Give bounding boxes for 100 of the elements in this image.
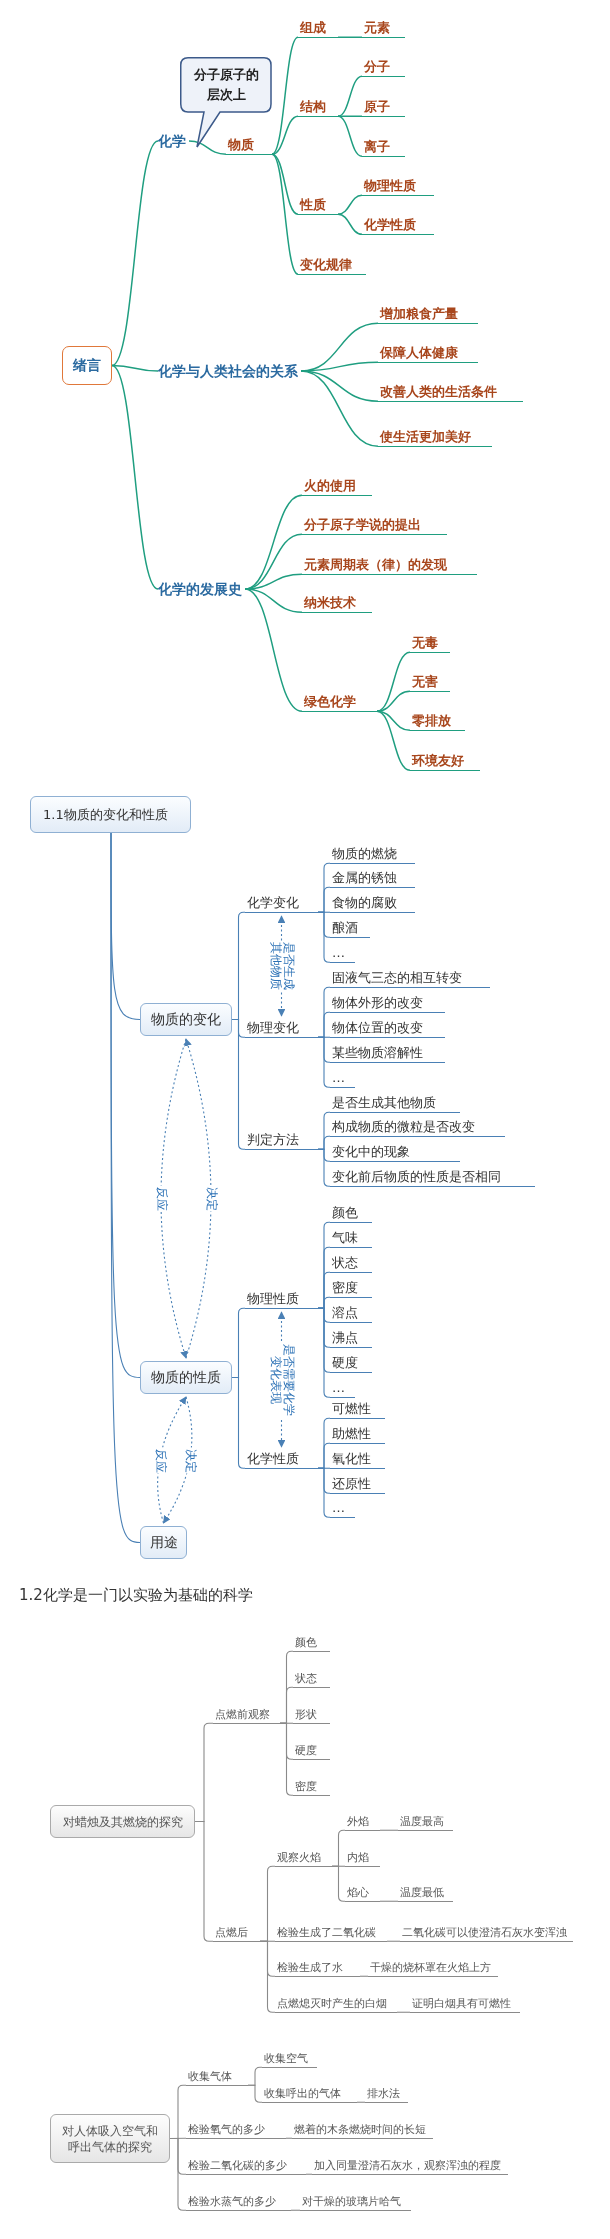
- branch-topic: 检验生成了水: [275, 1961, 360, 1977]
- branch-topic: 燃着的木条燃烧时间的长短: [292, 2123, 433, 2139]
- branch-line: [194, 1820, 214, 1942]
- topic-box: 绪言: [62, 346, 112, 385]
- branch-topic: 增加粮食产量: [378, 306, 478, 324]
- branch-topic: 溶点: [330, 1304, 372, 1323]
- branch-topic: 形状: [293, 1708, 330, 1724]
- branch-topic: 可燃性: [330, 1400, 385, 1419]
- branch-topic: 物质的燃烧: [330, 845, 415, 864]
- branch-line: [244, 588, 303, 712]
- dotted-arrow: [160, 1038, 188, 1359]
- branch-topic: 零排放: [410, 713, 465, 731]
- branch-line: [271, 153, 299, 215]
- branch-topic: 状态: [330, 1254, 372, 1273]
- branch-topic: 元素: [362, 20, 405, 38]
- branch-line: [285, 2137, 293, 2139]
- branch-topic: 元素周期表（律）的发现: [302, 557, 477, 575]
- branch-line: [111, 140, 159, 367]
- branch-topic: 保障人体健康: [378, 345, 478, 363]
- branch-line: [247, 2084, 263, 2103]
- branch-line: [337, 213, 363, 235]
- branch-topic: 密度: [330, 1279, 372, 1298]
- branch-topic: 固液气三态的相互转变: [330, 969, 490, 988]
- branch-topic: 密度: [293, 1780, 330, 1796]
- branch-topic: 物体外形的改变: [330, 994, 445, 1013]
- branch-line: [337, 194, 363, 215]
- branch-topic: …: [330, 944, 355, 963]
- branch-topic: 颜色: [330, 1204, 372, 1223]
- branch-line: [300, 370, 379, 402]
- topic-box: 物质的性质: [140, 1361, 232, 1394]
- branch-topic: …: [330, 1499, 355, 1518]
- branch-topic: 无害: [410, 674, 450, 692]
- branch-line: [110, 832, 141, 1544]
- branch-topic: 食物的腐败: [330, 894, 415, 913]
- edge-label: 是否生成其他物质: [268, 941, 295, 991]
- branch-line: [271, 115, 299, 155]
- branch-topic: 性质: [298, 197, 338, 215]
- branch-topic: 收集呼出的气体: [262, 2087, 357, 2103]
- branch-line: [111, 364, 159, 590]
- branch-topic: 分子原子学说的提出: [302, 517, 447, 535]
- branch-topic: 物质: [226, 137, 272, 155]
- branch-topic: 证明白烟具有可燃性: [410, 1997, 520, 2013]
- branch-topic: 火的使用: [302, 478, 372, 496]
- branch-line: [188, 140, 227, 155]
- topic-box: 对蜡烛及其燃烧的探究: [50, 1805, 195, 1838]
- branch-line: [331, 1865, 346, 1902]
- branch-topic: 环境友好: [410, 753, 480, 771]
- branch-line: [379, 1900, 399, 1902]
- branch-topic: 二氧化碳可以使澄清石灰水变浑浊: [400, 1926, 573, 1942]
- branch-line: [317, 1307, 331, 1398]
- branch-topic: 检验二氧化碳的多少: [186, 2159, 306, 2175]
- branch-line: [337, 75, 363, 117]
- branch-topic: 点燃后: [213, 1926, 260, 1942]
- branch-topic: 变化规律: [298, 257, 366, 275]
- branch-line: [317, 1036, 331, 1088]
- topic-box: 用途: [140, 1526, 187, 1559]
- branch-line: [244, 588, 303, 613]
- branch-topic: 变化中的现象: [330, 1143, 460, 1162]
- topic-label: 化学的发展史: [158, 580, 242, 598]
- branch-topic: 点燃前观察: [213, 1708, 280, 1724]
- branch-line: [259, 1940, 276, 2013]
- branch-topic: 离子: [362, 139, 405, 157]
- branch-topic: 金属的锈蚀: [330, 869, 415, 888]
- branch-line: [290, 2209, 301, 2211]
- branch-line: [379, 1829, 399, 1831]
- topic-box: 对人体吸入空气和呼出气体的探究: [50, 2114, 170, 2163]
- branch-topic: 内焰: [345, 1851, 380, 1867]
- topic-box: 物质的变化: [140, 1003, 232, 1036]
- branch-topic: 检验生成了二氧化碳: [275, 1926, 387, 1942]
- branch-topic: 状态: [293, 1672, 330, 1688]
- edge-label: 反应: [153, 1447, 167, 1473]
- branch-topic: 结构: [298, 99, 338, 117]
- branch-topic: 助燃性: [330, 1425, 385, 1444]
- branch-topic: 绿色化学: [302, 694, 377, 712]
- branch-topic: 温度最高: [398, 1815, 453, 1831]
- branch-line: [386, 1940, 401, 1942]
- branch-topic: 点燃熄灭时产生的白烟: [275, 1997, 397, 2013]
- branch-line: [359, 1975, 369, 1977]
- branch-topic: 判定方法: [245, 1131, 318, 1150]
- branch-topic: 组成: [298, 20, 338, 38]
- branch-topic: 收集气体: [186, 2070, 248, 2086]
- branch-line: [317, 1467, 331, 1518]
- edge-label: 是否需要化学变化表现: [268, 1341, 295, 1418]
- branch-topic: 加入同量澄清石灰水，观察浑浊的程度: [312, 2159, 508, 2175]
- branch-line: [169, 2137, 187, 2211]
- branch-topic: 检验水蒸气的多少: [186, 2195, 291, 2211]
- branch-topic: 某些物质溶解性: [330, 1044, 445, 1063]
- branch-topic: 化学变化: [245, 894, 318, 913]
- branch-topic: 分子: [362, 59, 405, 77]
- branch-topic: 使生活更加美好: [378, 429, 492, 447]
- branch-topic: 观察火焰: [275, 1851, 332, 1867]
- branch-line: [271, 153, 299, 275]
- branch-line: [356, 2101, 366, 2103]
- branch-line: [376, 690, 411, 712]
- branch-topic: 外焰: [345, 1815, 380, 1831]
- branch-line: [300, 370, 379, 447]
- branch-topic: 变化前后物质的性质是否相同: [330, 1168, 535, 1187]
- branch-topic: 气味: [330, 1229, 372, 1248]
- branch-topic: 排水法: [365, 2087, 408, 2103]
- branch-topic: 物体位置的改变: [330, 1019, 445, 1038]
